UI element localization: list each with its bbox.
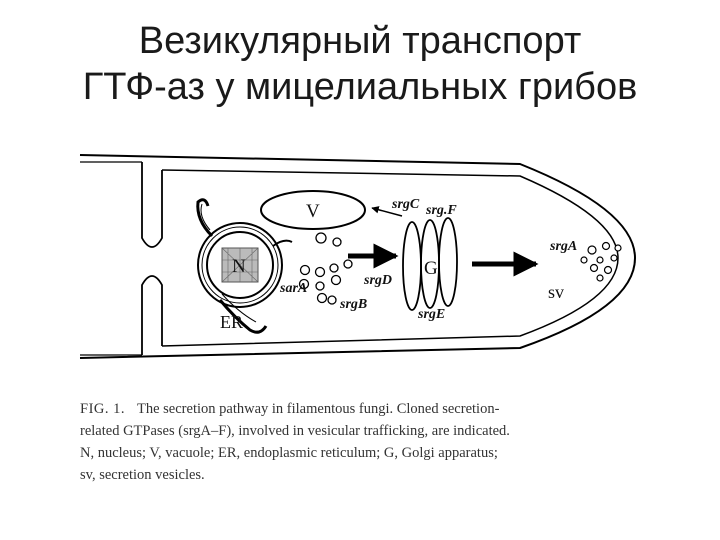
figure-caption: FIG. 1. The secretion pathway in filament… <box>80 398 640 486</box>
srgC-label: srgC <box>391 197 420 212</box>
title-line-1: Везикулярный транспорт <box>0 18 720 64</box>
sv-label: sv <box>548 282 564 302</box>
secretion-vesicles <box>581 243 621 282</box>
septum-lower <box>142 276 162 355</box>
vacuole-label: V <box>306 201 320 222</box>
srgD-label: srgD <box>363 273 392 288</box>
figure: V N ER G sv sarA srgB s <box>70 150 650 380</box>
srgE-label: srgE <box>417 307 445 322</box>
caption-line-1: FIG. 1. The secretion pathway in filament… <box>80 398 640 420</box>
hypha-diagram: V N ER G sv sarA srgB s <box>70 150 650 380</box>
septum <box>142 162 162 247</box>
caption-line-4: sv, secretion vesicles. <box>80 464 640 486</box>
caption-line-3: N, nucleus; V, vacuole; ER, endoplasmic … <box>80 442 640 464</box>
title-line-2: ГТФ-аз у мицелиальных грибов <box>0 64 720 110</box>
slide-title: Везикулярный транспорт ГТФ-аз у мицелиал… <box>0 18 720 110</box>
srgF-label: srg.F <box>425 203 457 218</box>
caption-line-2: related GTPases (srgA–F), involved in ve… <box>80 420 640 442</box>
er-vesicles <box>300 233 353 304</box>
caption-fig-number: FIG. 1. <box>80 401 125 417</box>
srgA-label: srgA <box>549 239 577 254</box>
caption-line-1-text: The secretion pathway in filamentous fun… <box>137 401 499 417</box>
sarA-label: sarA <box>279 281 307 296</box>
srgB-label: srgB <box>339 297 367 312</box>
er-label: ER <box>220 312 243 332</box>
nucleus-label: N <box>232 256 246 277</box>
golgi-label: G <box>424 258 438 279</box>
